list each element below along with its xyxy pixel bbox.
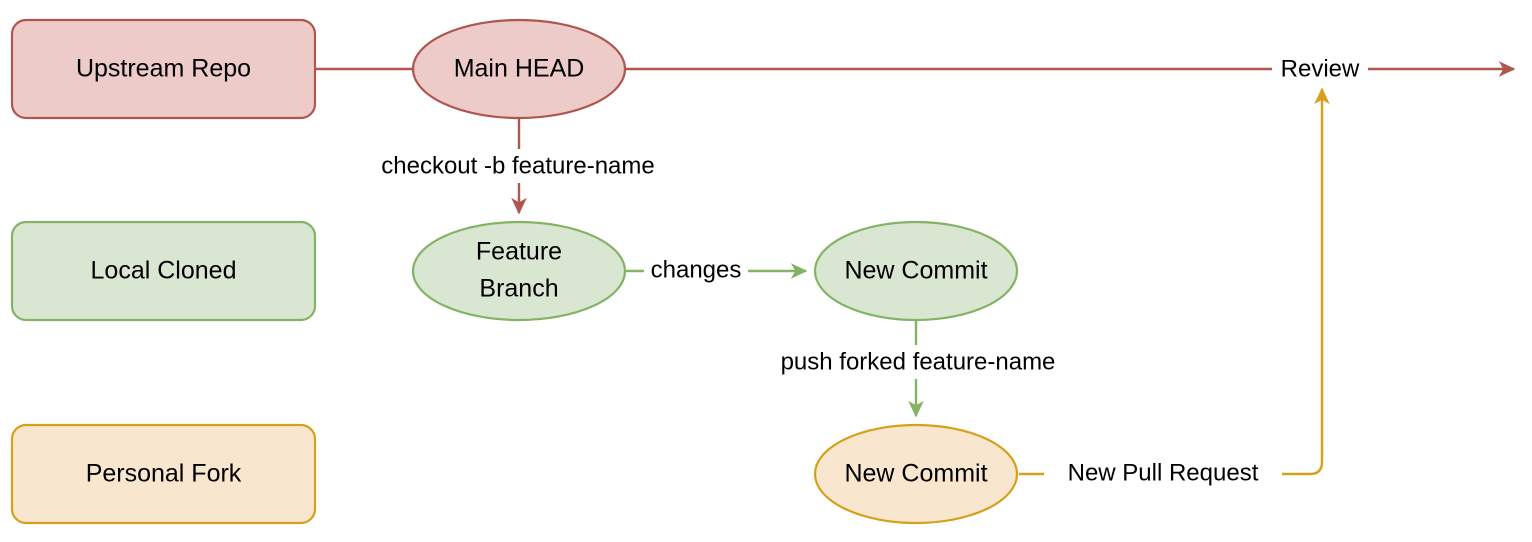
edge-label-new-pull-request-backdrop — [1044, 458, 1282, 490]
lane-personal-fork[interactable]: Personal Fork — [10, 423, 317, 525]
node-new-commit-fork-shape — [813, 423, 1019, 525]
node-new-commit-local-shape — [813, 220, 1019, 322]
edge-label-new-pull-request: New Pull Request — [1068, 459, 1259, 486]
node-main-head-shape — [411, 18, 627, 120]
lane-personal-fork-shape — [10, 423, 317, 525]
lane-local-cloned-shape — [10, 220, 317, 322]
node-feature-branch-label-line2: Branch — [479, 275, 558, 303]
edge-label-changes: changes — [651, 256, 742, 283]
edge-label-push-forked-backdrop — [752, 345, 1084, 379]
lane-local-cloned[interactable]: Local Cloned — [10, 220, 317, 322]
node-new-commit-fork[interactable]: New Commit — [813, 423, 1019, 525]
lane-upstream-repo-label: Upstream Repo — [76, 55, 251, 83]
node-main-head-label: Main HEAD — [454, 55, 585, 83]
node-feature-branch[interactable]: Feature Branch — [411, 220, 627, 322]
edge-label-changes-backdrop — [644, 255, 748, 287]
lane-upstream-repo[interactable]: Upstream Repo — [10, 18, 317, 120]
edge-label-push-forked-feature-name: push forked feature-name — [781, 348, 1056, 375]
lane-local-cloned-label: Local Cloned — [91, 257, 237, 285]
node-feature-branch-label-line1: Feature — [476, 238, 562, 266]
node-new-commit-fork-label: New Commit — [844, 460, 987, 488]
edge-fork-commit-to-review[interactable] — [1019, 87, 1330, 476]
edge-label-checkout-feature-name: checkout -b feature-name — [381, 152, 654, 179]
edge-label-checkout-backdrop — [352, 149, 684, 183]
lane-upstream-repo-shape — [10, 18, 317, 120]
node-main-head[interactable]: Main HEAD — [411, 18, 627, 120]
node-new-commit-local[interactable]: New Commit — [813, 220, 1019, 322]
lane-personal-fork-label: Personal Fork — [86, 460, 242, 488]
edge-label-review: Review — [1281, 55, 1360, 82]
node-new-commit-local-label: New Commit — [844, 257, 987, 285]
edge-label-review-backdrop — [1272, 53, 1368, 85]
node-feature-branch-shape — [411, 220, 627, 322]
